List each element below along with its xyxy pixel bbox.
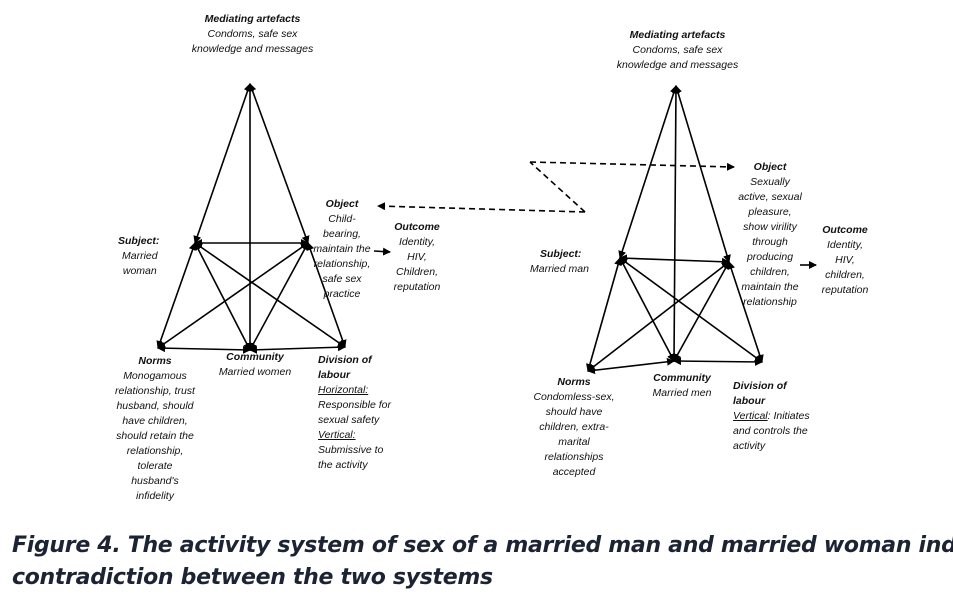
right-arrow-mediating-object: [674, 85, 731, 263]
horizontal-text: Responsible for sexual safety: [318, 399, 391, 426]
contradiction-zigzag: [529, 161, 586, 213]
label-text: Married men: [652, 387, 712, 399]
vertical-text: : Initiates and controls the activity: [733, 410, 810, 452]
label-title: Object: [753, 161, 787, 173]
left-arrow-mediating-subject: [193, 83, 252, 244]
label-text: Sexually active, sexual pleasure, show v…: [738, 176, 802, 308]
vertical-text: Submissive to the activity: [318, 444, 384, 471]
label-text: Condomless-sex, should have children, ex…: [533, 391, 615, 478]
right-arrow-subject-community: [619, 257, 675, 362]
label-title: Outcome: [394, 221, 440, 233]
label-title: Mediating artefacts: [204, 13, 301, 25]
label-title: Subject:: [118, 235, 160, 247]
figure-caption-line-2: contradiction between the two systems: [12, 565, 493, 590]
label-text: Married woman: [122, 250, 158, 277]
left-arrow-object-norms: [157, 242, 309, 349]
vertical-label: Vertical:: [318, 429, 356, 441]
label-text: Married women: [218, 366, 292, 378]
right-arrow-mediating-community: [670, 85, 680, 362]
left-arrow-object-community: [249, 242, 309, 351]
label-title: Subject:: [540, 248, 582, 260]
label-text: Monogamous relationship, trust husband, …: [115, 370, 195, 502]
label-title: Community: [226, 351, 284, 363]
label-title: Division of labour: [733, 380, 787, 407]
left-arrow-object-division: [306, 242, 347, 348]
vertical-label: Vertical: [733, 410, 768, 422]
label-text: Married man: [530, 263, 589, 275]
right-subject: Subject: Married man: [530, 247, 610, 277]
label-text: Condoms, safe sex knowledge and messages: [616, 44, 739, 71]
left-arrow-mediating-object: [248, 83, 310, 244]
label-text: Identity, HIV, Children, reputation: [393, 236, 441, 293]
label-title: Mediating artefacts: [629, 29, 726, 41]
right-arrow-community-division: [673, 357, 763, 366]
label-title: Community: [653, 372, 711, 384]
contradiction-arrow-to-right-object: [529, 161, 735, 171]
label-title: Norms: [138, 355, 172, 367]
label-title: Object: [325, 198, 359, 210]
left-arrow-object-outcome: [373, 247, 391, 256]
left-arrow-subject-community: [194, 242, 251, 351]
label-title: Division of labour: [318, 354, 372, 381]
right-arrow-object-norms: [587, 261, 730, 372]
label-title: Norms: [557, 376, 591, 388]
horizontal-label: Horizontal:: [318, 384, 369, 396]
activity-system-diagram: [156, 83, 817, 375]
label-title: Outcome: [822, 224, 868, 236]
contradiction-arrow-to-left-object: [377, 202, 586, 213]
right-arrow-object-division: [727, 261, 764, 363]
right-arrow-mediating-subject: [618, 85, 678, 259]
label-text: Identity, HIV, children, reputation: [821, 239, 869, 296]
label-text: Child- bearing, maintain the relationshi…: [313, 213, 371, 300]
right-arrow-norms-community: [587, 357, 675, 375]
figure-caption-line-1: Figure 4. The activity system of sex of …: [12, 533, 953, 558]
right-arrow-object-community: [673, 261, 730, 362]
label-text: Condoms, safe sex knowledge and messages: [191, 28, 314, 55]
left-subject: Subject: Married woman: [118, 234, 178, 279]
left-arrow-norms-community: [157, 344, 251, 354]
left-arrow-community-division: [249, 343, 346, 354]
